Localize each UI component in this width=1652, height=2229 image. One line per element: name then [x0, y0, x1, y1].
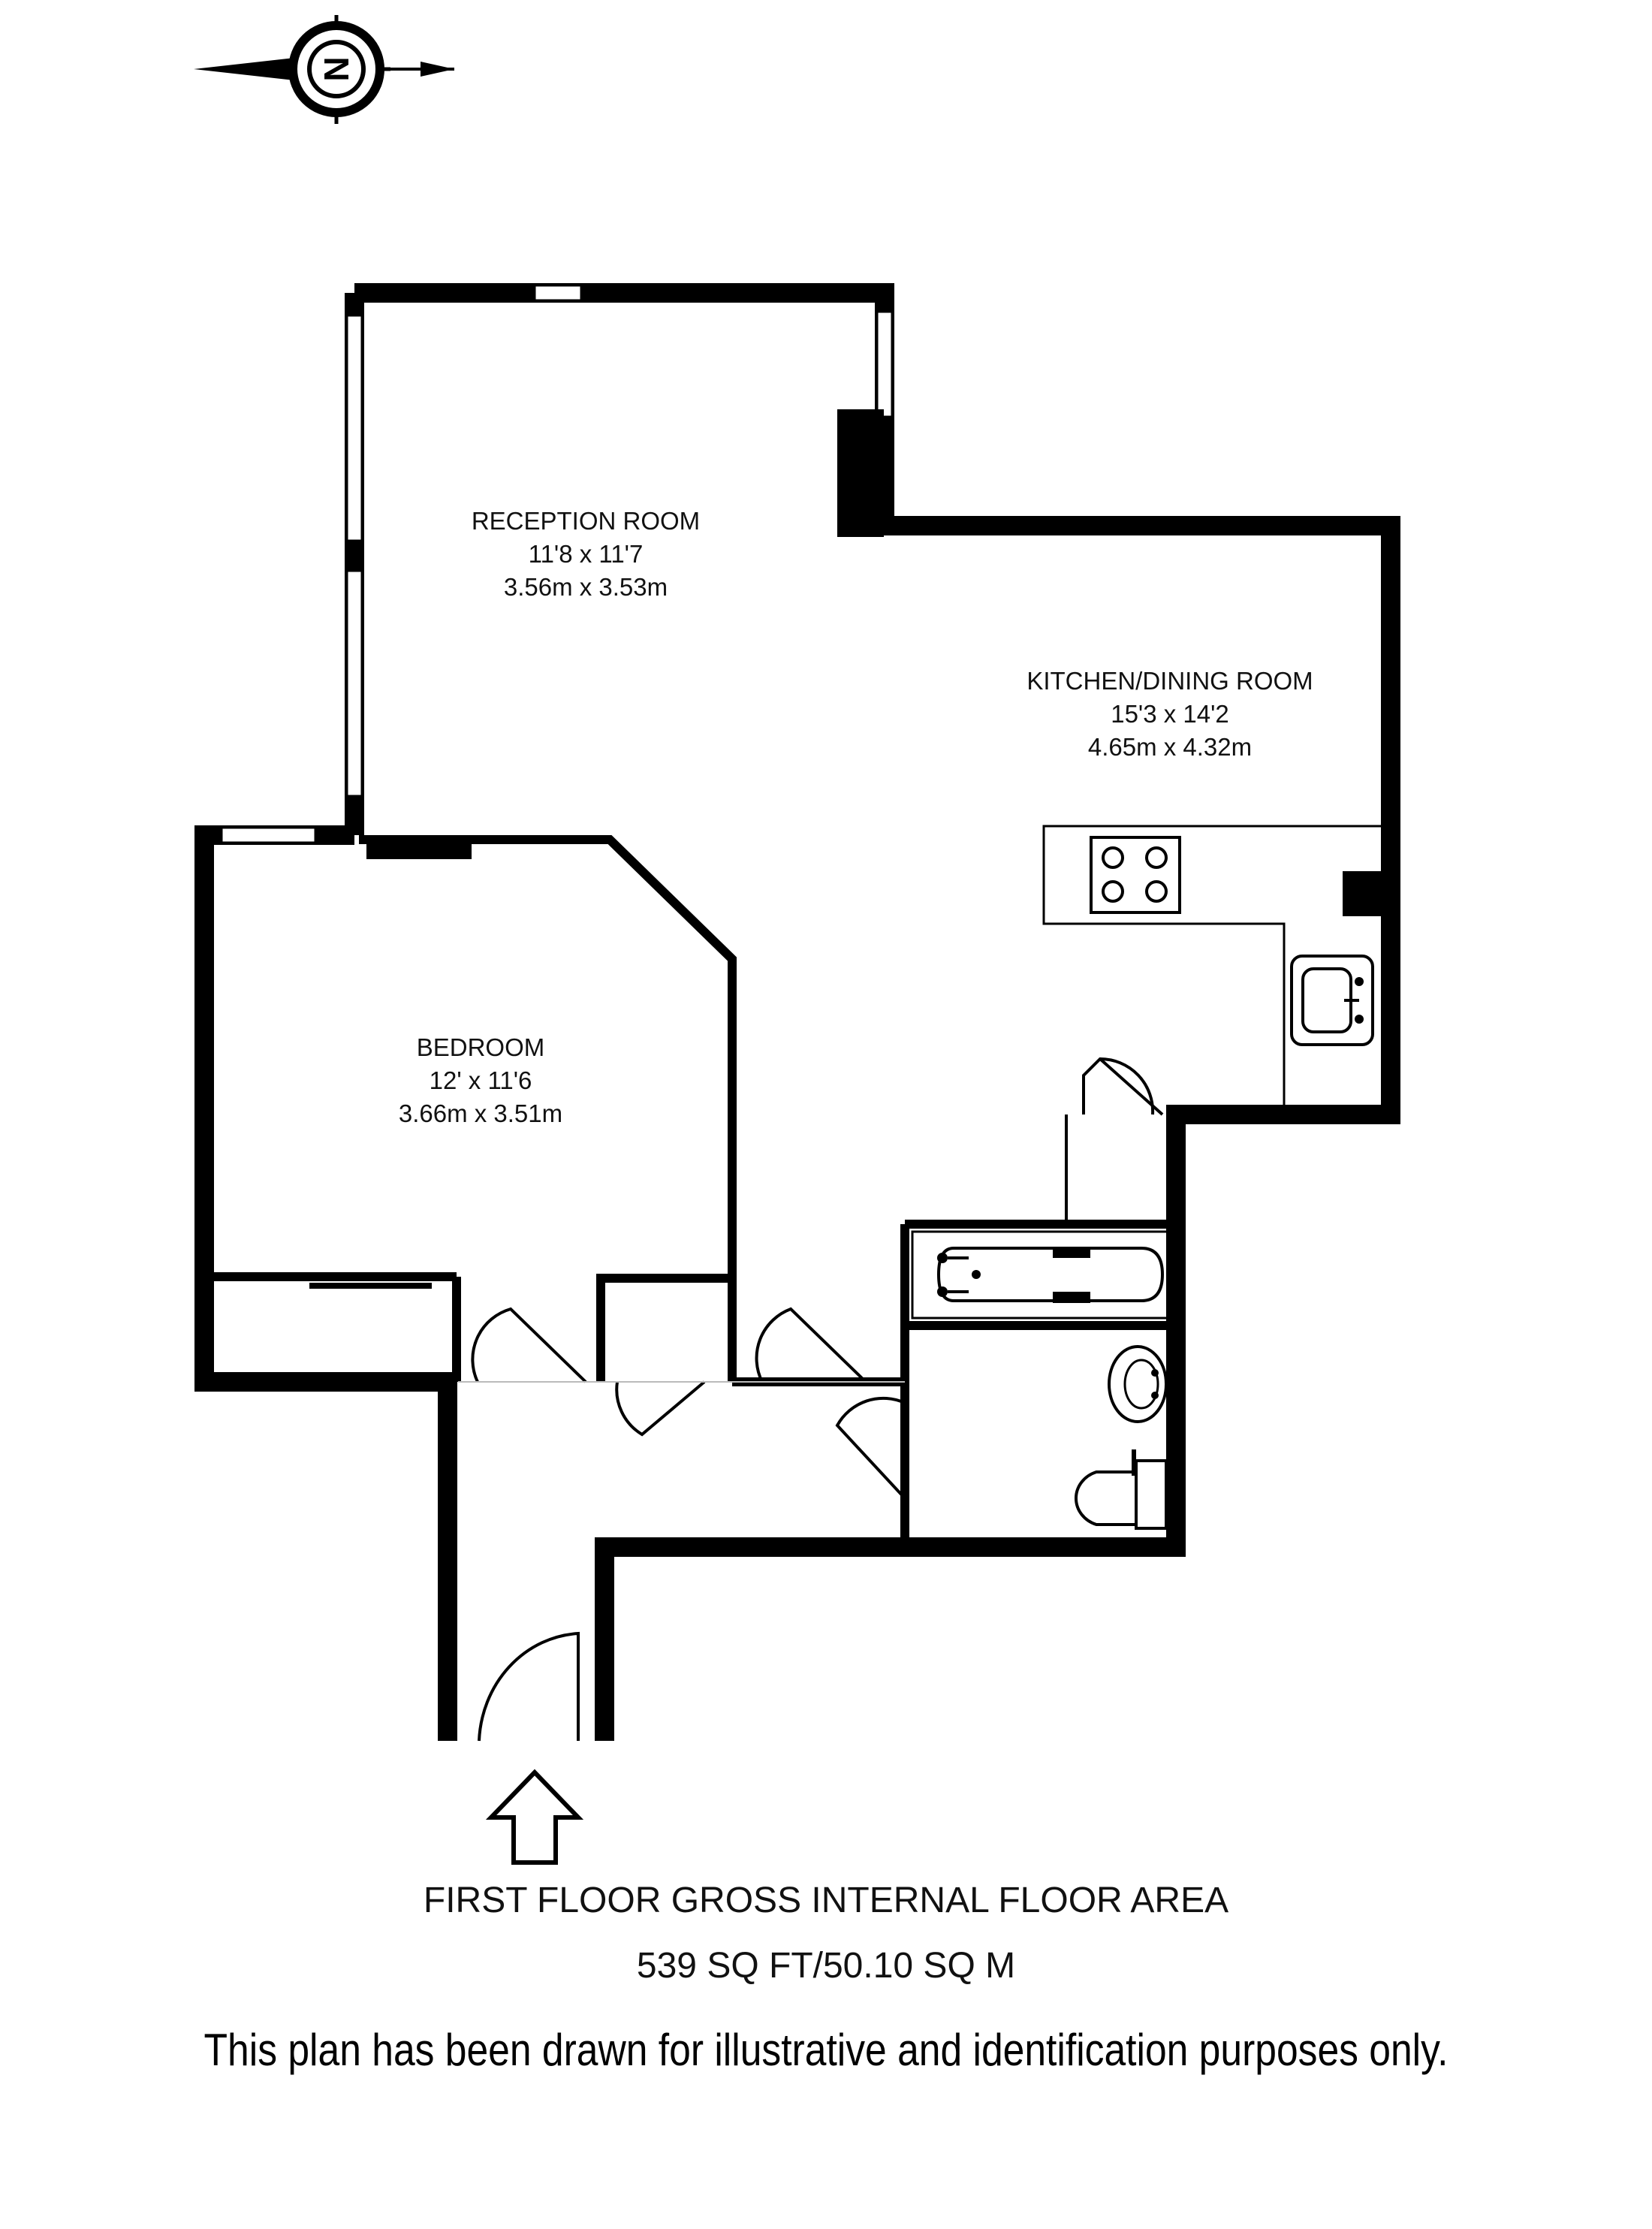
wardrobe [233, 1272, 432, 1289]
bedroom-wall-pier [366, 835, 472, 859]
room-name: KITCHEN/DINING ROOM [1026, 667, 1313, 695]
room-dimensions-imperial: 15'3 x 14'2 [1111, 700, 1229, 728]
hob-burners [1102, 846, 1168, 903]
room-dimensions-metric: 4.65m x 4.32m [1087, 733, 1253, 761]
kitchen-sink-icon [1290, 955, 1374, 1046]
store-door [1065, 1057, 1164, 1224]
room-name: RECEPTION ROOM [471, 507, 701, 535]
floor-area-value: 539 SQ FT/50.10 SQ M [636, 1946, 1016, 1986]
entrance-arrow-icon [485, 1769, 584, 1865]
window [345, 569, 363, 798]
room-dimensions-metric: 3.56m x 3.53m [503, 573, 668, 601]
window [345, 314, 363, 542]
basin-icon [1108, 1345, 1168, 1423]
internal-walls [204, 835, 1176, 1547]
outer-walls [194, 283, 1400, 1741]
room-name: BEDROOM [416, 1033, 545, 1061]
toilet-icon [1075, 1449, 1168, 1530]
doors [471, 1307, 906, 1742]
hob-icon [1090, 836, 1181, 914]
bathroom [911, 1230, 1169, 1530]
kitchen-counter [1042, 825, 1382, 1105]
room-label-kitchen: KITCHEN/DINING ROOM 15'3 x 14'2 4.65m x … [1026, 665, 1313, 764]
window [876, 310, 894, 418]
window [220, 826, 317, 844]
svg-text:N: N [317, 56, 356, 81]
north-compass-icon: N [194, 15, 454, 124]
room-dimensions-metric: 3.66m x 3.51m [398, 1099, 563, 1127]
boiler [1343, 871, 1382, 916]
room-label-bedroom: BEDROOM 12' x 11'6 3.66m x 3.51m [399, 1031, 562, 1130]
chimney-breast [837, 409, 884, 537]
window [533, 284, 583, 302]
room-dimensions-imperial: 12' x 11'6 [429, 1066, 532, 1094]
room-label-reception: RECEPTION ROOM 11'8 x 11'7 3.56m x 3.53m [472, 505, 700, 604]
floor-area-title: FIRST FLOOR GROSS INTERNAL FLOOR AREA [423, 1881, 1229, 1920]
room-dimensions-imperial: 11'8 x 11'7 [528, 540, 644, 568]
disclaimer: This plan has been drawn for illustrativ… [203, 2025, 1449, 2075]
